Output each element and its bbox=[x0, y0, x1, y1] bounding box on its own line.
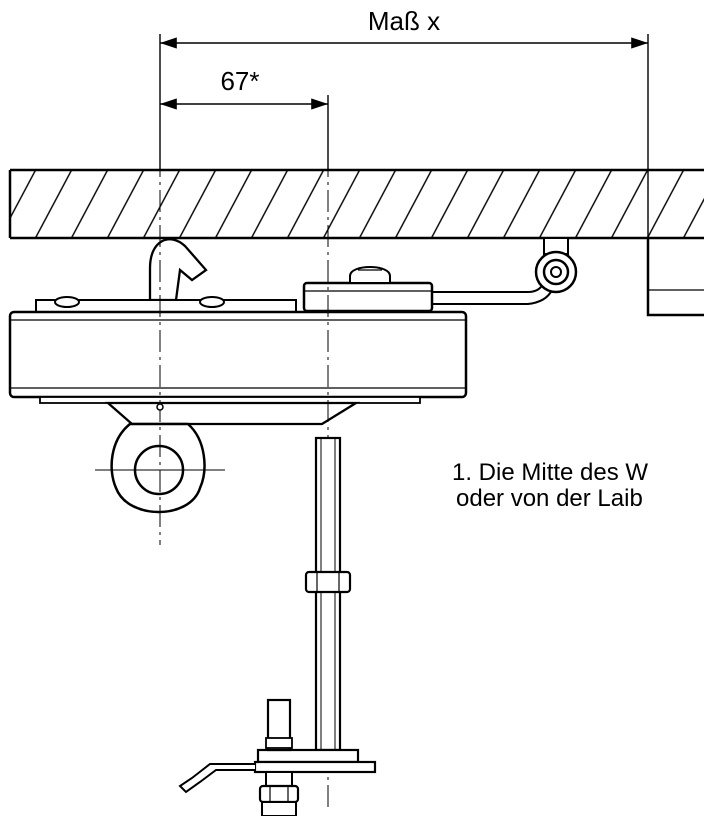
dimension-offset: 67* bbox=[160, 66, 329, 170]
lever-roller bbox=[432, 237, 578, 305]
bottom-assembly bbox=[178, 698, 377, 816]
lower-bracket bbox=[104, 401, 361, 426]
frame-lintel-section bbox=[8, 168, 704, 240]
dimension-overall-label: Maß x bbox=[368, 6, 440, 36]
top-plate bbox=[35, 296, 297, 313]
door-leaf bbox=[646, 238, 704, 317]
main-housing bbox=[8, 310, 468, 404]
eye-ring bbox=[95, 422, 225, 514]
note-line-1: 1. Die Mitte des W bbox=[452, 459, 648, 486]
hook bbox=[148, 238, 208, 302]
upper-block bbox=[302, 266, 434, 313]
threaded-rod bbox=[304, 436, 352, 752]
dimension-overall: Maß x bbox=[159, 6, 649, 315]
dimension-offset-label: 67* bbox=[220, 66, 259, 96]
note-line-2: oder von der Laib bbox=[456, 485, 643, 512]
